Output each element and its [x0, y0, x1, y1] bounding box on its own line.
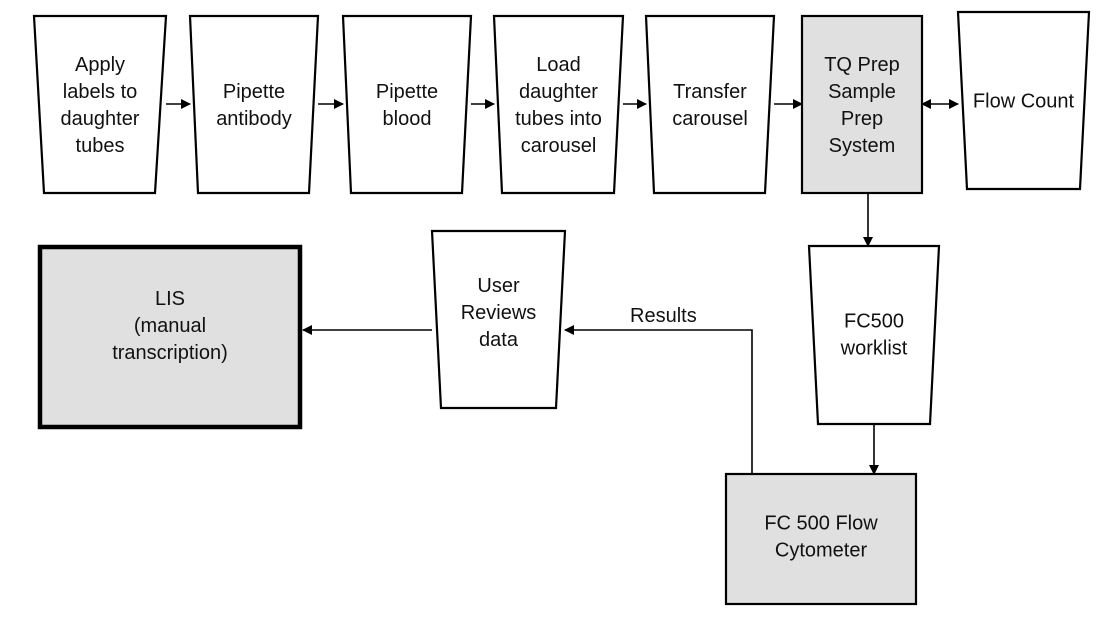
user-reviews-label-line: data	[479, 329, 519, 351]
apply-labels-label-line: daughter	[61, 108, 140, 130]
pipette-blood-shape	[341, 14, 473, 195]
node-fc500-worklist: FC500 worklist	[807, 244, 941, 426]
apply-labels-label-line: labels to	[63, 81, 138, 103]
user-reviews-label-line: Reviews	[461, 302, 537, 324]
load-tubes-label-line: Load	[536, 54, 581, 76]
lis-label-line: (manual	[134, 315, 206, 337]
node-lis: LIS (manual transcription)	[37, 244, 303, 430]
edge-fc500-cytometer-to-user-reviews	[564, 325, 753, 474]
lis-shape	[37, 244, 303, 430]
tq-prep-label-line: System	[829, 135, 896, 157]
pipette-antibody-shape	[188, 14, 320, 195]
edge-label-results: Results	[630, 305, 697, 327]
transfer-carousel-shape	[644, 14, 776, 195]
pipette-blood-label-line: Pipette	[376, 81, 438, 103]
load-tubes-label-line: tubes into	[515, 108, 602, 130]
tq-prep-label-line: Prep	[841, 108, 883, 130]
tq-prep-label-line: TQ Prep	[824, 54, 900, 76]
load-tubes-label-line: daughter	[519, 81, 598, 103]
fc500-worklist-label-line: FC500	[844, 311, 904, 333]
pipette-antibody-label-line: Pipette	[223, 81, 285, 103]
transfer-carousel-label-line: carousel	[672, 108, 748, 130]
node-load-tubes: Load daughter tubes into carousel	[492, 14, 625, 195]
pipette-antibody-label-line: antibody	[216, 108, 292, 130]
pipette-blood-label-line: blood	[383, 108, 432, 130]
node-transfer-carousel: Transfer carousel	[644, 14, 776, 195]
flow-count-label-line: Flow Count	[973, 91, 1075, 113]
fc500-worklist-shape	[807, 244, 941, 426]
fc500-cytometer-shape	[724, 472, 918, 606]
flow-count-shape	[956, 10, 1091, 191]
tq-prep-shape	[800, 14, 924, 195]
node-apply-labels: Apply labels to daughter tubes	[32, 14, 168, 195]
fc500-worklist-label-line: worklist	[840, 338, 908, 360]
fc500-cytometer-label-line: FC 500 Flow	[764, 513, 878, 535]
apply-labels-shape	[32, 14, 168, 195]
apply-labels-label-line: tubes	[76, 135, 125, 157]
tq-prep-label-line: Sample	[828, 81, 896, 103]
user-reviews-label-line: User	[477, 275, 520, 297]
lis-label-line: transcription)	[112, 342, 228, 364]
apply-labels-label-line: Apply	[75, 54, 125, 76]
lis-label-line: LIS	[155, 288, 185, 310]
node-flow-count: Flow Count	[956, 10, 1091, 191]
user-reviews-shape	[430, 229, 567, 410]
fc500-cytometer-label-line: Cytometer	[775, 540, 868, 562]
load-tubes-label-line: carousel	[521, 135, 597, 157]
node-pipette-blood: Pipette blood	[341, 14, 473, 195]
transfer-carousel-label-line: Transfer	[673, 81, 747, 103]
load-tubes-shape	[492, 14, 625, 195]
node-pipette-antibody: Pipette antibody	[188, 14, 320, 195]
